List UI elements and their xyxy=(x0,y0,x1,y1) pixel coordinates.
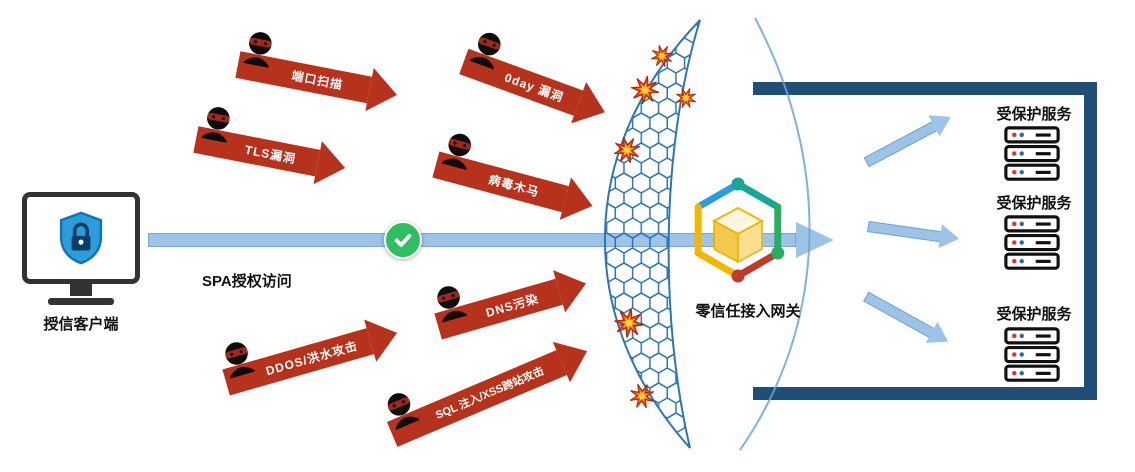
gateway-label: 零信任接入网关 xyxy=(695,303,801,320)
trusted-client: 授信客户端 xyxy=(18,192,144,334)
service-label-3: 受保护服务 xyxy=(996,306,1072,323)
protected-zone-border-bottom xyxy=(753,387,1097,400)
check-icon xyxy=(394,233,412,247)
spa-flow-label: SPA授权访问 xyxy=(202,273,292,290)
attack-arrow-tls: TLS漏洞 xyxy=(192,117,350,190)
attack-arrow-port-scan: 端口扫描 xyxy=(234,42,402,117)
service-label-2: 受保护服务 xyxy=(996,195,1072,212)
ninja-attacker-icon xyxy=(196,102,238,144)
monitor-base xyxy=(48,298,114,305)
spa-allowed-badge xyxy=(384,221,422,259)
client-label: 授信客户端 xyxy=(43,316,119,333)
ninja-attacker-icon xyxy=(238,27,280,69)
service-label-1: 受保护服务 xyxy=(996,106,1072,123)
attack-arrow-sql-xss: SQL 注入/XSS跨站攻击 xyxy=(383,330,596,454)
server-rack-icon xyxy=(1004,327,1060,383)
flow-arrow-service-3 xyxy=(860,286,955,353)
spa-flow-arrowhead xyxy=(796,222,834,258)
server-rack-icon xyxy=(1004,126,1060,182)
protected-zone-border-top xyxy=(753,82,1097,95)
hex-mesh-shield xyxy=(604,17,811,451)
flow-arrow-service-2 xyxy=(866,214,961,251)
protected-zone-border-right xyxy=(1084,82,1097,400)
shield-lock-icon xyxy=(58,210,104,266)
server-rack-icon xyxy=(1004,215,1060,271)
flow-arrow-service-1 xyxy=(860,106,957,172)
monitor-stand xyxy=(70,284,92,296)
gateway-hex-cube-logo xyxy=(694,177,785,283)
attack-arrow-ddos: DDOS/洪水攻击 xyxy=(220,311,404,403)
client-monitor xyxy=(22,192,140,284)
